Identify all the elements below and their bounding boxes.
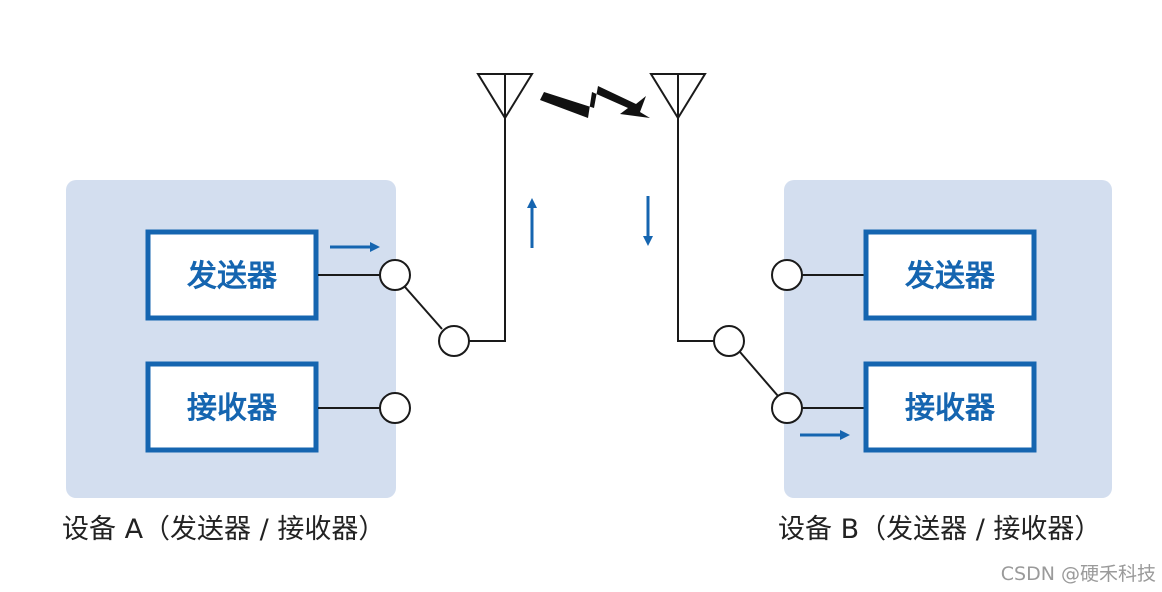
device-b-transmitter-label: 发送器 [904, 259, 996, 294]
device-b-switch-pivot [713, 325, 745, 357]
device-a-transmitter-box [145, 229, 319, 321]
device-b-antenna-feed [677, 118, 714, 342]
device-a-transmitter: 发送器 [145, 229, 319, 321]
device-a-receiver-box [145, 361, 319, 453]
device-a-switch-pivot [438, 325, 470, 357]
device-b-switch-lever [739, 351, 779, 397]
device-b-transmitter-box [863, 229, 1037, 321]
device-a-receive-terminal [379, 392, 411, 424]
device-a-switch-lever [404, 286, 443, 330]
device-a-transmit-terminal [379, 259, 411, 291]
device-b-receiver-label: 接收器 [905, 391, 996, 426]
device-b-receive-terminal [771, 392, 803, 424]
device-b-receiver-box [863, 361, 1037, 453]
device-b-transmit-terminal [771, 259, 803, 291]
device-a-antenna-feed [469, 118, 506, 342]
device-a-receiver: 接收器 [145, 361, 319, 453]
device-b-antenna-icon [649, 73, 707, 120]
device-b-receiver: 接收器 [863, 361, 1037, 453]
device-a-caption: 设备 A（发送器 / 接收器） [62, 514, 385, 545]
device-a-antenna-icon [476, 73, 534, 120]
device-a-receiver-label: 接收器 [187, 391, 278, 426]
watermark: CSDN @硬禾科技 [1001, 563, 1156, 585]
radio-link-bolt-icon [540, 86, 650, 118]
device-a: 发送器 接收器 设备 A（发送器 / 接收器） [62, 73, 537, 545]
device-a-transmitter-label: 发送器 [186, 259, 278, 294]
device-b: 发送器 接收器 设备 B（发送器 / 接收器） [643, 73, 1112, 545]
device-b-caption: 设备 B（发送器 / 接收器） [778, 514, 1101, 545]
device-b-transmitter: 发送器 [863, 229, 1037, 321]
